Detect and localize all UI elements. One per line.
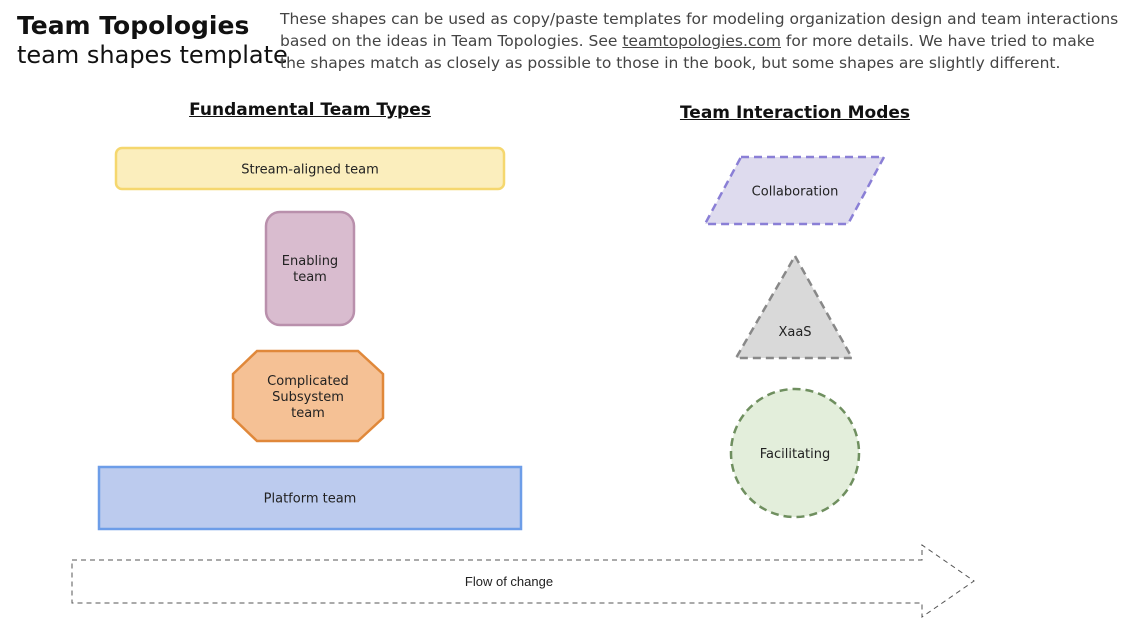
platform-team-label: Platform team xyxy=(264,492,357,507)
page-title: Team Topologies xyxy=(17,11,250,40)
interaction-modes-heading: Team Interaction Modes xyxy=(679,103,911,123)
description-before: These shapes can be used as copy/paste t… xyxy=(280,10,1119,50)
flow-of-change-label: Flow of change xyxy=(465,574,553,589)
teamtopologies-link[interactable]: teamtopologies.com xyxy=(622,32,781,50)
flow-arrow-outline xyxy=(71,544,975,618)
flow-of-change-arrow[interactable]: Flow of change xyxy=(71,544,975,618)
complicated-subsystem-label-line3: team xyxy=(291,406,325,421)
collaboration-label: Collaboration xyxy=(752,185,839,200)
complicated-subsystem-team-shape[interactable]: Complicated Subsystem team xyxy=(231,349,385,443)
team-types-heading: Fundamental Team Types xyxy=(189,100,431,120)
xaas-label: XaaS xyxy=(778,325,811,340)
platform-team-box xyxy=(97,465,523,531)
xaas-triangle xyxy=(733,253,855,360)
page-subtitle: team shapes template xyxy=(17,41,288,69)
platform-team-shape[interactable]: Platform team xyxy=(97,465,523,531)
enabling-team-label-line1: Enabling xyxy=(282,254,338,269)
collaboration-shape[interactable]: Collaboration xyxy=(702,155,887,226)
complicated-subsystem-label-line2: Subsystem xyxy=(272,390,344,405)
stream-aligned-team-box xyxy=(114,146,506,191)
description-text: These shapes can be used as copy/paste t… xyxy=(280,8,1120,74)
xaas-shape[interactable]: XaaS xyxy=(733,253,855,360)
facilitating-shape[interactable]: Facilitating xyxy=(729,387,861,519)
stream-aligned-team-label: Stream-aligned team xyxy=(241,163,379,178)
enabling-team-box xyxy=(264,210,356,327)
enabling-team-label-line2: team xyxy=(293,270,327,285)
facilitating-circle xyxy=(729,387,861,519)
complicated-subsystem-label-line1: Complicated xyxy=(267,374,349,389)
facilitating-label: Facilitating xyxy=(760,447,831,462)
enabling-team-shape[interactable]: Enabling team xyxy=(264,210,356,327)
collaboration-parallelogram xyxy=(702,155,887,226)
complicated-subsystem-team-octagon xyxy=(231,349,385,443)
description-after: for more details. We have tried to make … xyxy=(280,32,1095,72)
stream-aligned-team-shape[interactable]: Stream-aligned team xyxy=(114,146,506,191)
